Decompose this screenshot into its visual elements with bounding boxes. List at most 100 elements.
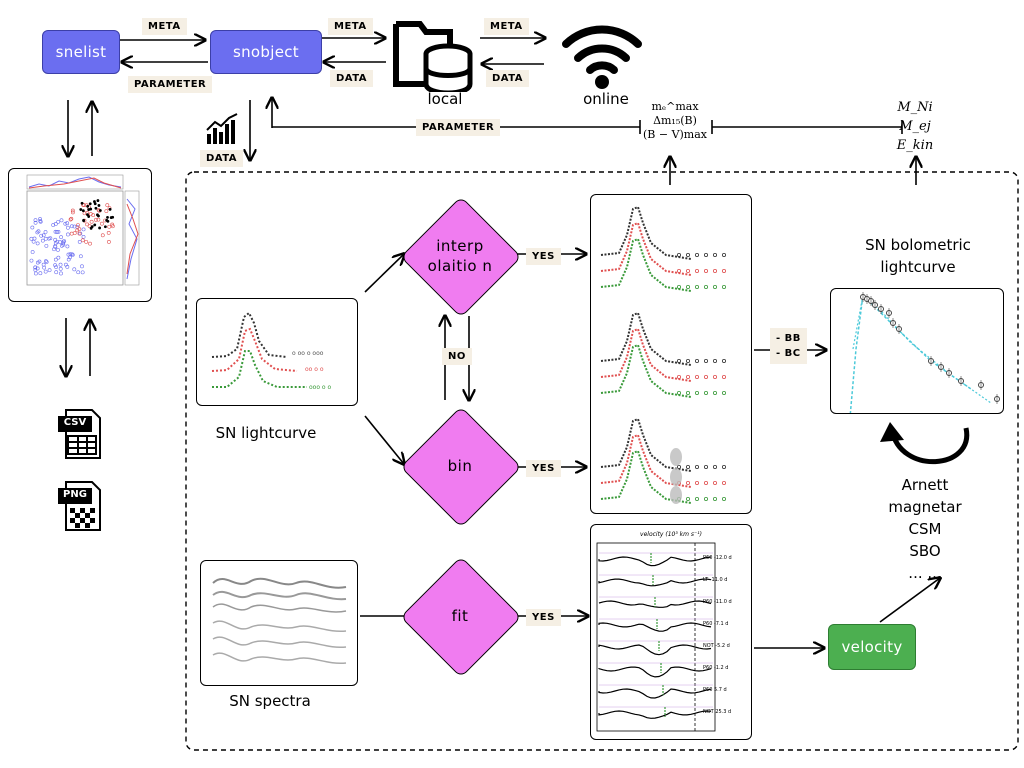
scatter-point bbox=[40, 238, 45, 243]
lightcurve-point bbox=[686, 480, 691, 485]
scatter-point bbox=[100, 221, 104, 226]
scatter-point bbox=[59, 235, 63, 240]
scatter-point bbox=[58, 240, 62, 245]
processed-lightcurves-panel bbox=[590, 194, 752, 514]
bolometric-plot bbox=[849, 292, 1000, 413]
bin-label: bin bbox=[447, 457, 473, 475]
scatter-point bbox=[51, 223, 56, 227]
png-file-icon: PNG bbox=[56, 480, 102, 532]
scatter-point bbox=[38, 217, 42, 221]
lightcurve-point bbox=[721, 480, 726, 485]
scatter-histogram-panel bbox=[8, 168, 152, 302]
scatter-point bbox=[86, 204, 90, 208]
scatter-point bbox=[69, 224, 74, 229]
scatter-point bbox=[31, 239, 36, 244]
interpolation-label: interp olaitio n bbox=[427, 237, 493, 275]
parameter-tag: PARAMETER bbox=[416, 119, 501, 136]
scatter-point bbox=[44, 260, 49, 264]
scatter-point bbox=[110, 224, 115, 229]
model-magnetar: magnetar bbox=[888, 498, 962, 516]
scatter-point bbox=[88, 212, 93, 216]
scatter-point bbox=[70, 208, 75, 213]
lightcurve-point bbox=[721, 464, 726, 469]
spectrum-line bbox=[598, 688, 712, 699]
snelist-node[interactable]: snelist bbox=[42, 30, 120, 74]
spectrum-line bbox=[598, 622, 712, 632]
lightcurve-point bbox=[677, 269, 682, 274]
lightcurve-point bbox=[704, 285, 709, 290]
spectrum-epoch-label: NOT -5.2 d bbox=[703, 643, 730, 649]
meta-tag: META bbox=[484, 18, 529, 35]
scatter-point bbox=[82, 218, 86, 222]
bar-chart-icon bbox=[205, 112, 239, 146]
scatter-point bbox=[54, 270, 59, 275]
lightcurve-series bbox=[600, 327, 692, 382]
param-bv: (B − V)max bbox=[642, 128, 707, 141]
bin-decision[interactable]: bin bbox=[400, 406, 522, 528]
lightcurve-point bbox=[695, 480, 700, 485]
lightcurve-point bbox=[704, 358, 709, 363]
param-mej: M_ej bbox=[899, 119, 931, 134]
snobject-node[interactable]: snobject bbox=[210, 30, 322, 74]
lightcurve-series bbox=[600, 449, 692, 504]
observable-params: mₑ^max Δm₁₅(B) (B − V)max bbox=[630, 100, 720, 142]
spectrum-epoch-label: P60 -1.2 d bbox=[703, 665, 729, 671]
lightcurve-point bbox=[721, 358, 726, 363]
snobject-label: snobject bbox=[233, 43, 299, 61]
scatter-point bbox=[59, 218, 64, 223]
lightcurve-point bbox=[686, 464, 691, 469]
interpolation-decision[interactable]: interp olaitio n bbox=[400, 196, 522, 318]
scatter-point bbox=[53, 229, 58, 234]
lightcurve-point bbox=[686, 496, 691, 501]
scatter-point bbox=[97, 204, 101, 207]
data-tag: DATA bbox=[200, 150, 244, 167]
scatter-point bbox=[107, 240, 111, 244]
lightcurve-point bbox=[686, 390, 691, 395]
scatter-point bbox=[56, 255, 61, 260]
lightcurve-point bbox=[677, 390, 682, 395]
lightcurve-point bbox=[686, 374, 691, 379]
scatter-point bbox=[41, 233, 46, 238]
scatter-point bbox=[35, 266, 40, 271]
lightcurve-point bbox=[677, 253, 682, 258]
spectrum-line bbox=[598, 644, 712, 656]
lightcurve-point bbox=[713, 285, 718, 290]
scatter-point bbox=[64, 262, 68, 267]
spectra-thumbnail bbox=[212, 577, 347, 664]
scatter-point bbox=[65, 244, 70, 249]
scatter-point bbox=[61, 242, 66, 247]
png-text: PNG bbox=[63, 489, 87, 500]
scatter-point bbox=[89, 219, 94, 224]
scatter-point bbox=[61, 241, 66, 246]
scatter-point bbox=[100, 233, 105, 238]
lightcurve-point bbox=[721, 253, 726, 258]
meta-tag: META bbox=[328, 18, 373, 35]
scatter-point bbox=[34, 271, 38, 276]
lightcurve-point bbox=[713, 390, 718, 395]
scatter-point bbox=[89, 226, 93, 230]
scatter-point bbox=[78, 254, 83, 259]
scatter-point bbox=[48, 236, 53, 241]
bc-text: - BC bbox=[776, 348, 801, 359]
scatter-point bbox=[94, 206, 98, 210]
fit-decision[interactable]: fit bbox=[400, 556, 522, 678]
lightcurve-point bbox=[721, 390, 726, 395]
scatter-point bbox=[86, 213, 89, 217]
scatter-point bbox=[53, 237, 58, 242]
scatter-point bbox=[77, 231, 82, 236]
scatter-point bbox=[80, 270, 85, 275]
lightcurve-thumbnail-panel: o oo o ooo oo o o ooo o o bbox=[196, 298, 358, 406]
scatter-point bbox=[105, 203, 110, 208]
scatter-point bbox=[81, 209, 85, 213]
lightcurve-point bbox=[677, 374, 682, 379]
spectrum-epoch-label: LT -11.0 d bbox=[703, 577, 728, 583]
scatter-point bbox=[56, 219, 61, 224]
csv-text: CSV bbox=[63, 417, 87, 428]
meta-tag: META bbox=[142, 18, 187, 35]
velocity-node[interactable]: velocity bbox=[828, 624, 916, 670]
scatter-point bbox=[96, 213, 99, 217]
scatter-point bbox=[81, 203, 86, 208]
param-ekin: E_kin bbox=[896, 138, 934, 153]
scatter-point bbox=[94, 217, 98, 222]
scatter-point bbox=[96, 217, 101, 222]
